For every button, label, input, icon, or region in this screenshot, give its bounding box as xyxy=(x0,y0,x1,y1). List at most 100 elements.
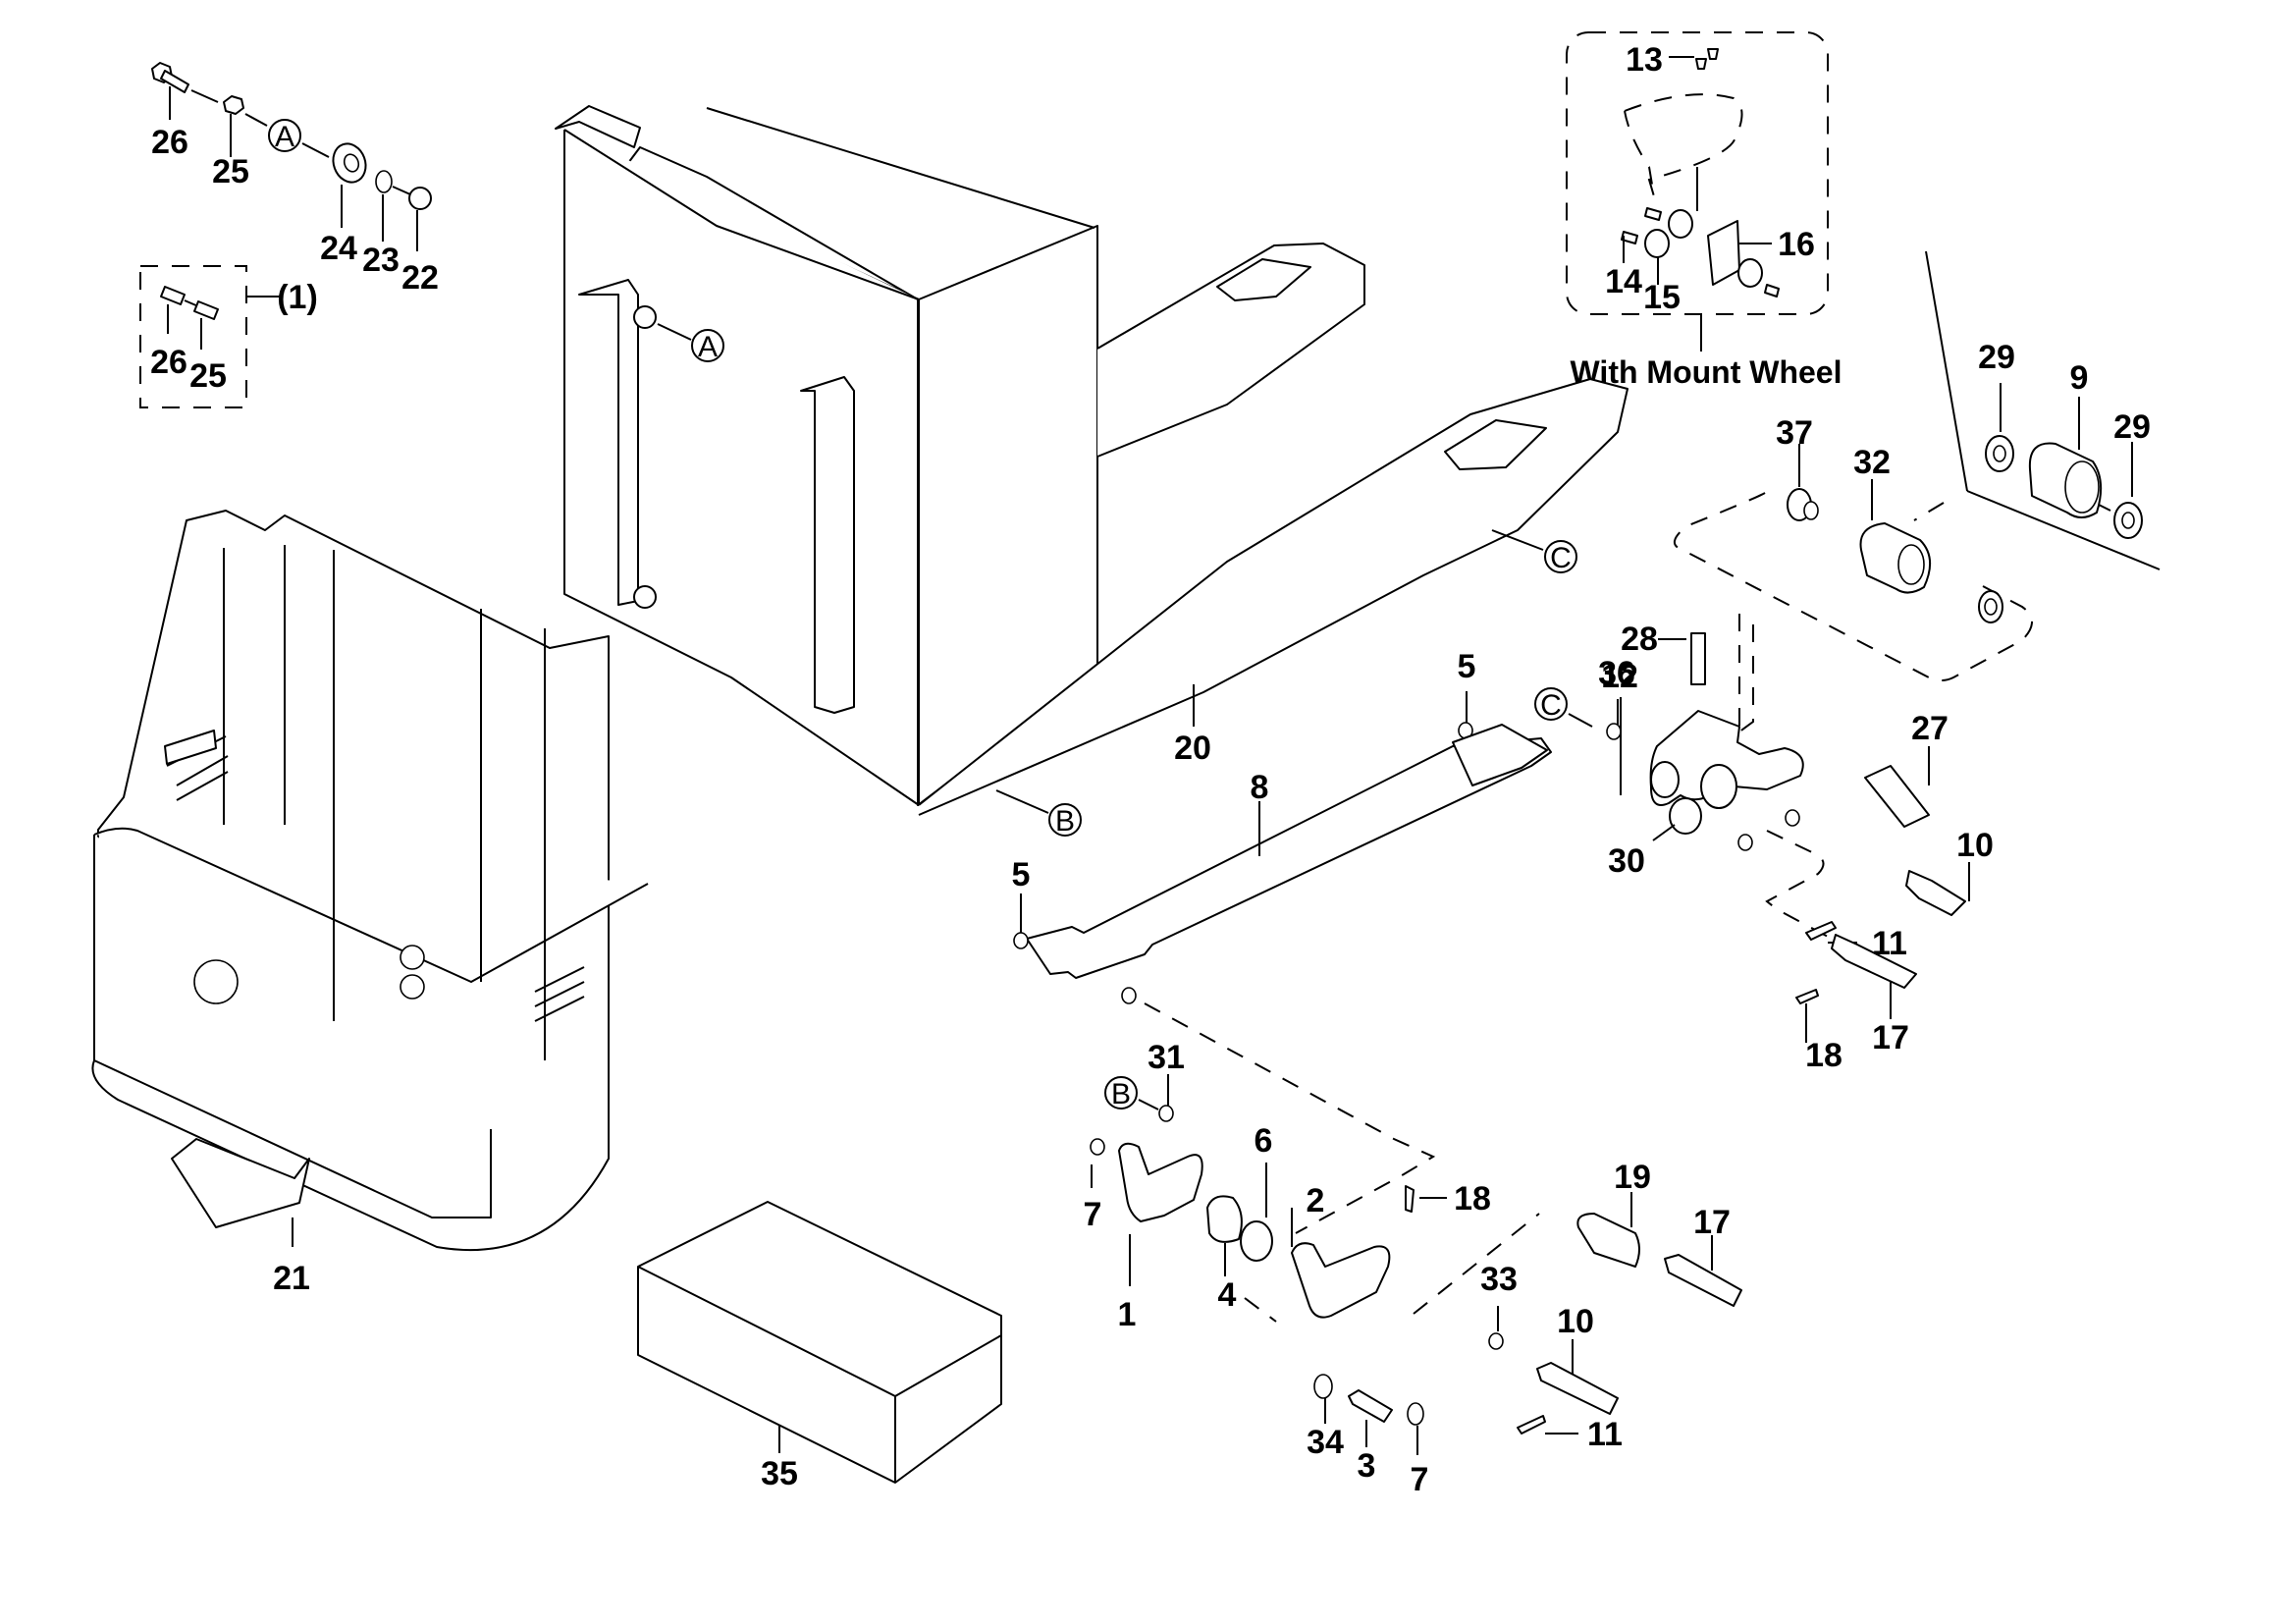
set-screw xyxy=(160,286,186,305)
callout-32: 32 xyxy=(1853,444,1891,481)
callout-26-kit: 26 xyxy=(150,344,187,381)
fork-upper xyxy=(1096,243,1365,458)
mount-wheel-inset: 13 14 15 16 With Mount Wheel xyxy=(1566,31,1842,390)
reference-marker-a xyxy=(268,119,301,152)
callout-29: 29 xyxy=(1978,339,2015,376)
link-hole xyxy=(1650,761,1680,798)
callout-25-kit: 25 xyxy=(189,357,227,395)
callout-16: 16 xyxy=(1778,226,1815,263)
callout-6: 6 xyxy=(1255,1122,1273,1160)
callout-3: 3 xyxy=(1358,1447,1376,1485)
screw xyxy=(1707,48,1719,60)
bearing-bolt-assembly: A 26 25 24 23 22 xyxy=(151,62,439,297)
reference-marker-a xyxy=(691,329,724,362)
reference-marker-a-label: A xyxy=(275,121,294,153)
callout-24: 24 xyxy=(320,230,357,267)
callout-13: 13 xyxy=(1626,41,1663,79)
callout-21: 21 xyxy=(273,1260,310,1297)
callout-30: 30 xyxy=(1608,842,1645,880)
pin-3 xyxy=(1348,1389,1393,1423)
chassis-21: 21 xyxy=(91,510,649,1297)
mount-wheel-caption: With Mount Wheel xyxy=(1571,354,1842,390)
reference-marker-c-label: C xyxy=(1540,689,1562,722)
cotter-pin-18 xyxy=(1405,1185,1415,1213)
reference-marker-c xyxy=(1544,540,1577,573)
mount-bolt xyxy=(1644,207,1662,221)
washer-36 xyxy=(1606,723,1622,740)
cotter-pin-11 xyxy=(1517,1415,1546,1435)
callout-17: 17 xyxy=(1872,1019,1909,1056)
callout-19: 19 xyxy=(1614,1159,1651,1196)
lower-bracket-assembly: B 31 7 1 4 6 2 18 19 17 33 10 xyxy=(1084,1039,1742,1498)
callout-20: 20 xyxy=(1174,730,1211,767)
callout-14: 14 xyxy=(1605,263,1642,300)
callout-11: 11 xyxy=(1587,1416,1623,1453)
mount-roller xyxy=(1737,258,1763,288)
link-boss xyxy=(1700,764,1737,809)
callout-36: 36 xyxy=(1598,655,1635,692)
washer-31 xyxy=(1158,1105,1174,1122)
fork-lower xyxy=(918,378,1629,816)
mount-bracket xyxy=(1707,220,1740,286)
battery-block xyxy=(637,1201,1002,1484)
side-bar xyxy=(800,376,855,714)
callout-18: 18 xyxy=(1805,1037,1842,1074)
washer-34 xyxy=(1313,1374,1333,1399)
mount-bolt xyxy=(1621,231,1638,244)
reference-marker-a-label: A xyxy=(698,331,718,363)
screw xyxy=(1695,58,1707,70)
tow-bracket xyxy=(171,1138,310,1228)
reference-marker-b xyxy=(1104,1076,1138,1110)
fork-frame-20: A C B 20 xyxy=(555,105,1629,838)
nut xyxy=(223,95,244,115)
callout-26: 26 xyxy=(151,124,188,161)
callout-7: 7 xyxy=(1084,1196,1102,1233)
callout-25: 25 xyxy=(212,153,249,190)
reference-marker-b-label: B xyxy=(1111,1078,1131,1110)
snap-ring xyxy=(375,170,393,193)
kit-1-group: 26 25 (1) xyxy=(139,265,318,408)
mount-roller xyxy=(1668,209,1693,239)
callout-33: 33 xyxy=(1480,1261,1518,1298)
bushing-6 xyxy=(1240,1220,1273,1262)
callout-12: 12 xyxy=(1601,658,1638,695)
reference-marker-b xyxy=(1048,803,1082,837)
pin-28 xyxy=(1690,632,1706,685)
callout-27: 27 xyxy=(1911,710,1949,747)
set-screw xyxy=(193,300,219,320)
linkage-group: 28 12 C 36 5 27 30 10 11 17 xyxy=(1458,614,1994,1074)
callout-35: 35 xyxy=(761,1455,798,1492)
bolt-shank xyxy=(160,70,189,93)
battery-block-35: 35 xyxy=(637,1201,1002,1492)
callout-28: 28 xyxy=(1621,621,1658,658)
frame-top-rim xyxy=(555,105,641,148)
reference-marker-b-label: B xyxy=(1055,805,1075,838)
callout-15: 15 xyxy=(1643,279,1681,316)
mount-roller xyxy=(1644,229,1670,258)
cotter-pin-11 xyxy=(1805,921,1837,941)
pin-10 xyxy=(1905,870,1966,916)
tie-rod-8: 8 5 xyxy=(1012,724,1552,1234)
callout-23: 23 xyxy=(362,242,400,279)
callout-31: 31 xyxy=(1148,1039,1185,1076)
link-roller-30 xyxy=(1669,797,1702,835)
mount-bolt xyxy=(1764,284,1780,298)
pin-27 xyxy=(1864,765,1930,828)
callout-9: 9 xyxy=(2070,359,2089,397)
callout-8: 8 xyxy=(1251,769,1269,806)
kit-dashed-box xyxy=(139,265,247,408)
bracket-2 xyxy=(1291,1242,1391,1319)
callout-4: 4 xyxy=(1218,1276,1237,1314)
callout-34: 34 xyxy=(1307,1424,1344,1461)
sleeve-19 xyxy=(1576,1213,1640,1268)
callout-18: 18 xyxy=(1454,1180,1491,1218)
snap-ring-7 xyxy=(1407,1402,1424,1426)
bracket-1 xyxy=(1118,1142,1203,1222)
callout-37: 37 xyxy=(1776,414,1813,452)
callout-10: 10 xyxy=(1956,827,1994,864)
callout-7: 7 xyxy=(1411,1461,1429,1498)
pin-17 xyxy=(1664,1254,1742,1307)
callout-29: 29 xyxy=(2113,408,2151,446)
snap-ring-7 xyxy=(1090,1138,1105,1156)
